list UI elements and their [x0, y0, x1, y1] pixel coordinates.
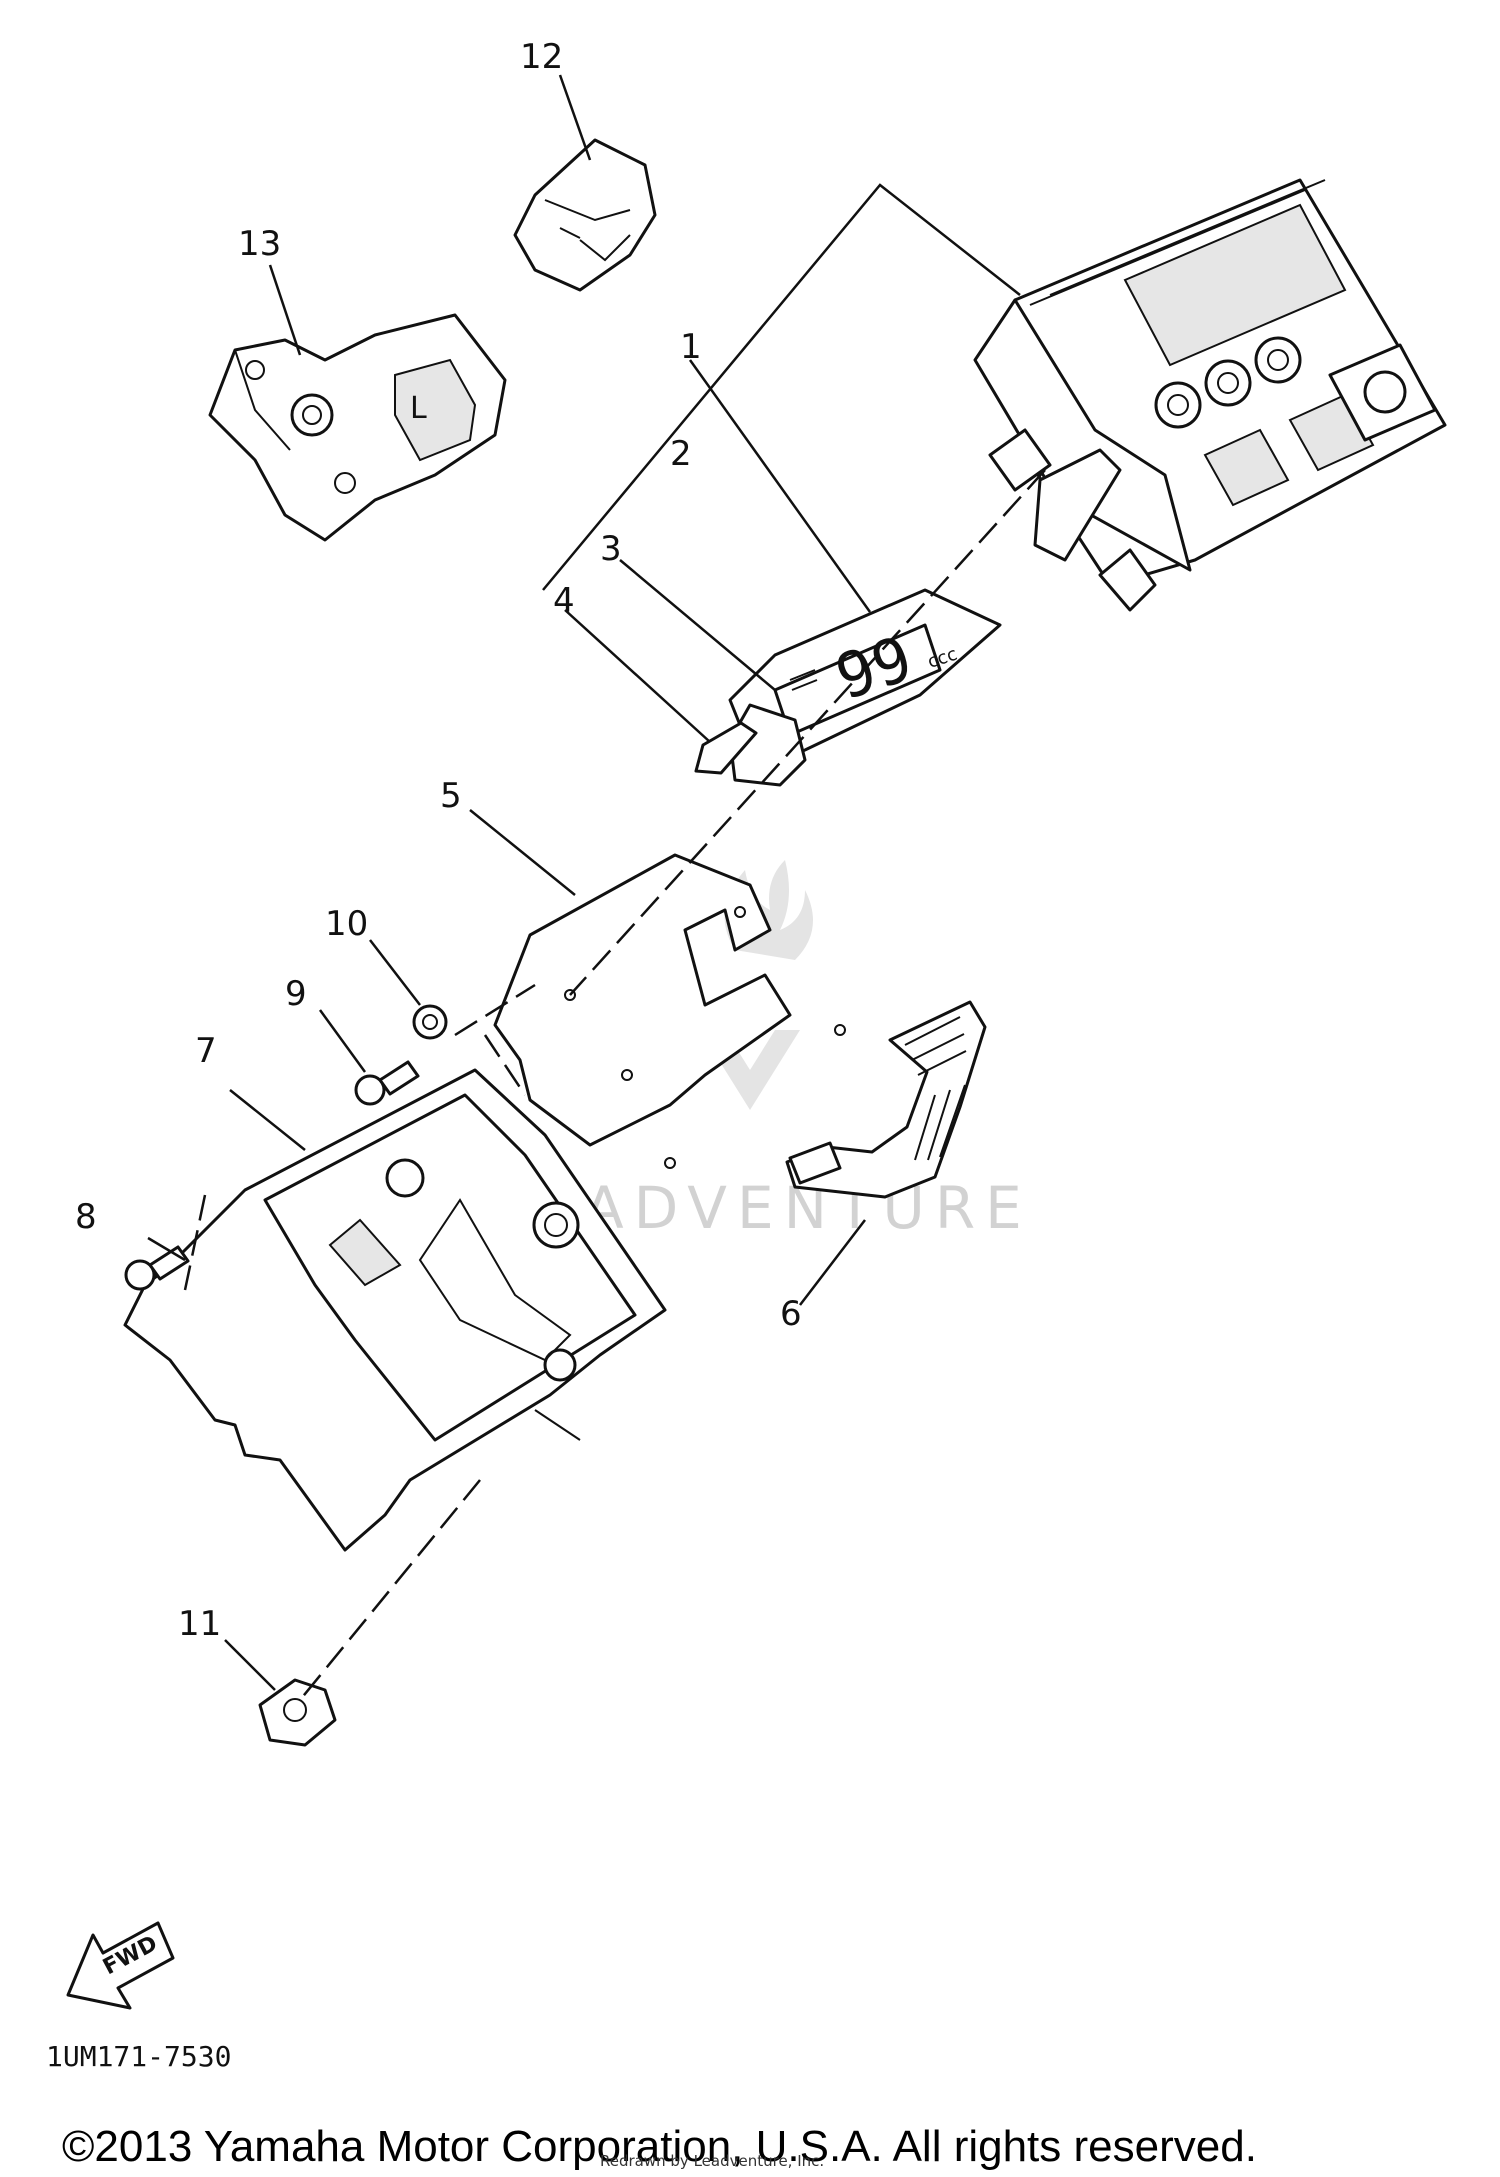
part-5-circuit-board	[493, 853, 846, 1169]
callout-10: 10	[325, 904, 368, 944]
diagram-code: 1UM171-7530	[46, 2040, 232, 2073]
callout-13: 13	[238, 224, 281, 264]
callout-3: 3	[600, 529, 622, 569]
redrawn-note: Redrawn by Leadventure, Inc.	[600, 2152, 825, 2170]
callout-4: 4	[553, 581, 575, 621]
part-6-ribbon-cable	[785, 1000, 987, 1199]
assembly-lines	[183, 469, 1046, 1701]
control-unit-buttons	[1154, 336, 1437, 507]
part-13-switch-assembly: L	[208, 313, 507, 542]
callout-1: 1	[680, 327, 702, 367]
switch-face-text: L	[410, 391, 427, 426]
callout-8: 8	[75, 1197, 97, 1237]
leader-lines	[147, 74, 1021, 1691]
part-12-switch-cap	[513, 138, 657, 292]
part-2-display-board: 99 ccc	[728, 588, 1002, 777]
callout-9: 9	[285, 974, 307, 1014]
callout-6: 6	[780, 1294, 802, 1334]
copyright-notice: ©2013 Yamaha Motor Corporation, U.S.A. A…	[62, 2122, 1257, 2171]
callout-5: 5	[440, 776, 462, 816]
callout-7: 7	[195, 1031, 217, 1071]
part-11-grommet	[258, 1678, 337, 1747]
part-10-nut	[412, 1004, 448, 1040]
fwd-arrow-icon: FWD	[66, 1921, 175, 2010]
part-9-screw	[354, 1060, 420, 1106]
part-4-display-connector	[694, 721, 758, 775]
callout-12: 12	[520, 37, 563, 77]
part-7-housing	[123, 1068, 667, 1552]
callout-2: 2	[670, 434, 692, 474]
callout-11: 11	[178, 1604, 221, 1644]
part-1-control-unit	[973, 178, 1447, 612]
callout-labels: 12 13 1 2 3 4 5 6 7 8 9 10 11	[75, 37, 802, 1644]
